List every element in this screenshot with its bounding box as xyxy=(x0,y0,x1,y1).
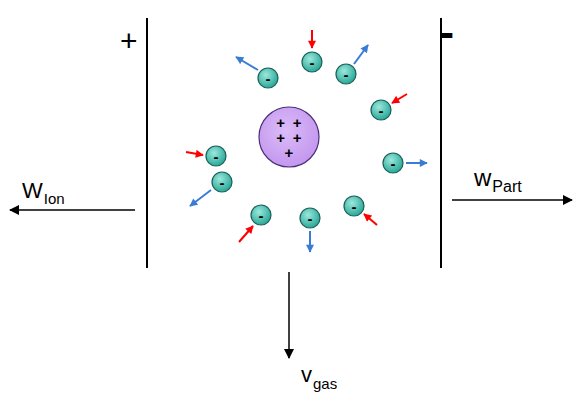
ion-charge: - xyxy=(310,55,315,70)
ion-charge: - xyxy=(308,211,313,226)
charge-sign: + xyxy=(289,130,306,145)
incoming-ion-arrow xyxy=(364,214,377,225)
velocity-symbol: W xyxy=(22,178,43,203)
charge-sign: + xyxy=(273,130,290,145)
ion-circle: - xyxy=(382,152,404,174)
charge-sign: + xyxy=(289,115,306,130)
ion-charge: - xyxy=(214,149,219,164)
incoming-ion-arrow xyxy=(392,94,407,103)
ion-charge: - xyxy=(220,175,225,190)
velocity-subscript: Part xyxy=(492,178,521,195)
plate-polarity: - xyxy=(440,12,454,54)
node-text-group: - xyxy=(308,211,313,226)
incoming-ion-arrow xyxy=(186,152,203,155)
outgoing-ion-arrow xyxy=(406,162,427,164)
velocity-symbol: v xyxy=(301,364,312,386)
ion-circle-shape xyxy=(344,196,364,216)
ion-circle-shape xyxy=(371,100,391,120)
ion-circle: - xyxy=(250,204,272,226)
node-text-group: - xyxy=(259,208,264,223)
outgoing-ion-arrow xyxy=(309,231,311,252)
velocity-symbol: w xyxy=(474,166,491,190)
ion-charge: - xyxy=(379,103,384,118)
node-text-group: - xyxy=(214,149,219,164)
ion-circle: - xyxy=(343,195,365,217)
node-text-group: - xyxy=(352,199,357,214)
node-text-group: - xyxy=(344,67,349,82)
ion-circle-shape xyxy=(302,52,322,72)
outgoing-ion-arrow xyxy=(236,57,258,70)
node-text-group: - xyxy=(266,71,271,86)
velocity-symbol: w xyxy=(474,164,491,191)
ion-charge: - xyxy=(352,199,357,214)
ion-circle: - xyxy=(211,171,233,193)
particle-velocity-arrow xyxy=(452,199,572,201)
ion-circle-shape xyxy=(300,208,320,228)
incoming-ion-arrow xyxy=(311,30,313,48)
ion-charge: - xyxy=(259,208,264,223)
outgoing-ion-arrow xyxy=(190,190,211,206)
particle-circle-shape xyxy=(259,107,319,167)
ion-circle: - xyxy=(257,67,279,89)
ion-circle-shape xyxy=(251,205,271,225)
plate-polarity: + xyxy=(120,24,138,57)
velocity-subscript: gas xyxy=(313,375,337,392)
particle-circle: +++++ xyxy=(258,106,320,168)
velocity-subscript: gas xyxy=(313,376,337,391)
node-text-group: +++++ xyxy=(271,115,307,160)
ion-circle-shape xyxy=(206,146,226,166)
node-text-group: - xyxy=(391,156,396,171)
ion-charge: - xyxy=(344,67,349,82)
velocity-symbol: v xyxy=(301,362,312,387)
ion-circle: - xyxy=(335,63,357,85)
node-text-group: - xyxy=(310,55,315,70)
velocity-subscript: Ion xyxy=(44,191,65,206)
node-text-group: - xyxy=(220,175,225,190)
ion-charge: - xyxy=(266,71,271,86)
outgoing-ion-arrow xyxy=(354,45,368,64)
ion-circle: - xyxy=(299,207,321,229)
charge-sign: + xyxy=(273,115,290,130)
ion-charge: - xyxy=(391,156,396,171)
velocity-subscript: Ion xyxy=(44,190,65,207)
ion-circle-shape xyxy=(336,64,356,84)
plate-polarity: + xyxy=(120,26,138,56)
ion-velocity-arrow xyxy=(10,209,135,211)
positive-plate xyxy=(146,18,148,268)
ion-circle-shape xyxy=(258,68,278,88)
ion-circle-shape xyxy=(212,172,232,192)
ion-circle: - xyxy=(370,99,392,121)
node-text-group: - xyxy=(379,103,384,118)
ion-circle-shape xyxy=(383,153,403,173)
velocity-symbol: W xyxy=(22,180,43,202)
incoming-ion-arrow xyxy=(239,226,253,242)
gas-velocity-arrow xyxy=(288,272,290,358)
velocity-subscript: Part xyxy=(492,179,521,195)
plate-polarity: - xyxy=(440,9,454,56)
ion-circle: - xyxy=(205,145,227,167)
charge-sign: + xyxy=(281,145,298,160)
ion-circle: - xyxy=(301,51,323,73)
